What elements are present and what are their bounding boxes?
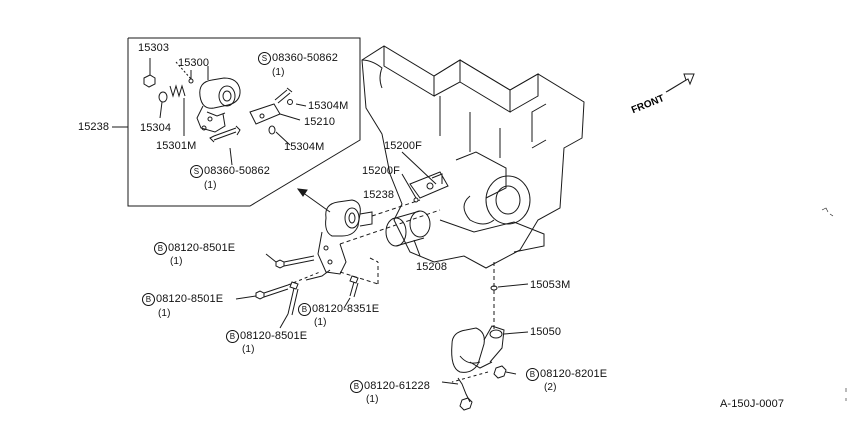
label-15304m-b: 15304M <box>284 141 325 153</box>
qty-bolt-5: (1) <box>366 394 379 405</box>
idle-control-valve <box>305 199 441 285</box>
part-number: 08120-61228 <box>364 380 430 392</box>
part-number: 08360-50862 <box>204 165 270 177</box>
qty-bolt-3: (1) <box>314 317 327 328</box>
part-number: 08120-8501E <box>168 242 236 254</box>
label-15210: 15210 <box>304 116 336 128</box>
qty-bolt-2: (1) <box>158 308 171 319</box>
engine-block <box>361 45 585 269</box>
s-symbol-icon: S <box>258 52 271 65</box>
qty-s-bolt-bottom: (1) <box>204 180 217 191</box>
filter-15208 <box>385 210 431 257</box>
b-symbol-icon: B <box>350 380 363 393</box>
qty-bolt-1: (1) <box>170 256 183 267</box>
part-number: 08120-8351E <box>312 303 380 315</box>
b-symbol-icon: B <box>226 330 239 343</box>
label-15050: 15050 <box>530 326 562 338</box>
fittings-15200f <box>401 151 437 203</box>
qty-s-bolt-top: (1) <box>272 67 285 78</box>
b-symbol-icon: B <box>154 242 167 255</box>
label-15238-inset: 15238 <box>78 121 110 133</box>
label-15053m: 15053M <box>530 279 571 291</box>
label-15200f-b: 15200F <box>362 165 400 177</box>
inset-throttle-assembly <box>143 58 307 166</box>
front-arrow-icon <box>665 73 695 93</box>
label-15303: 15303 <box>138 42 170 54</box>
label-15300: 15300 <box>178 57 210 69</box>
b-symbol-icon: B <box>526 368 539 381</box>
label-15200f-a: 15200F <box>384 140 422 152</box>
diagram-id: A-150J-0007 <box>720 398 785 410</box>
b-symbol-icon: B <box>142 293 155 306</box>
label-15304: 15304 <box>140 122 172 134</box>
b-symbol-icon: B <box>298 303 311 316</box>
label-15304m-a: 15304M <box>308 100 349 112</box>
bolts-left <box>235 253 359 329</box>
label-15301m: 15301M <box>156 140 197 152</box>
part-number: 08120-8501E <box>156 293 224 305</box>
label-15238: 15238 <box>363 189 395 201</box>
oil-pump-15050 <box>441 262 529 411</box>
callout-arrow <box>296 188 331 213</box>
detail-inset-box <box>112 37 361 207</box>
qty-bolt-6: (2) <box>544 382 557 393</box>
label-15208: 15208 <box>416 261 448 273</box>
s-symbol-icon: S <box>190 165 203 178</box>
part-number: 08120-8201E <box>540 368 608 380</box>
scan-specks <box>821 207 847 401</box>
part-number: 08120-8501E <box>240 330 308 342</box>
qty-bolt-4: (1) <box>242 344 255 355</box>
part-number: 08360-50862 <box>272 52 338 64</box>
